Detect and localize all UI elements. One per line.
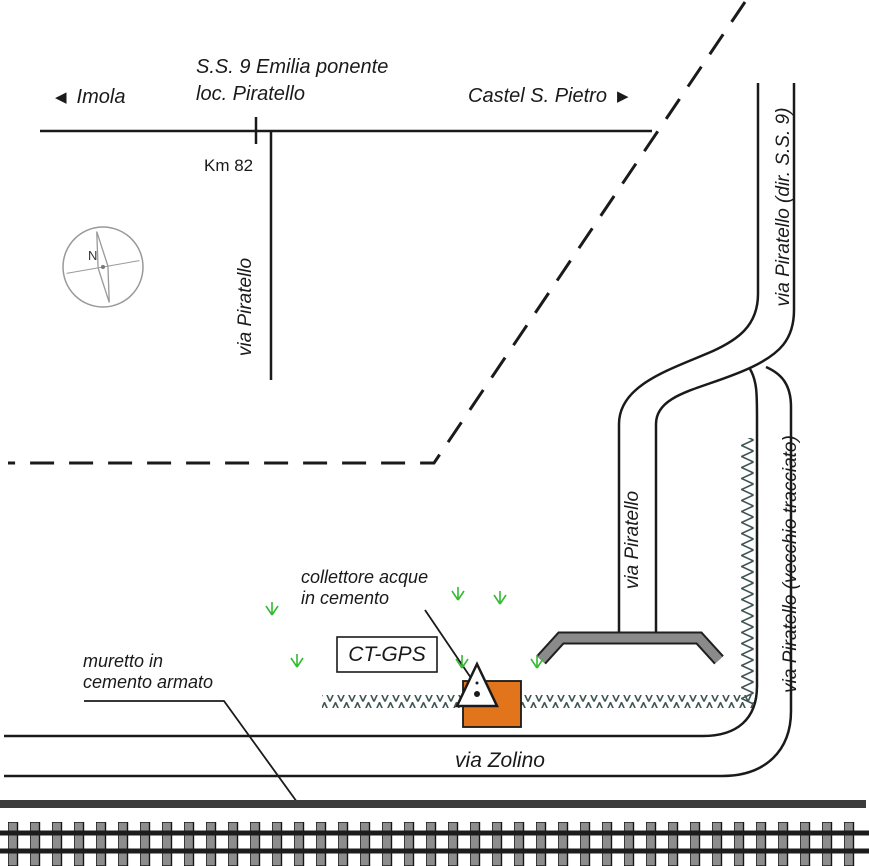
collettore-callout: collettore acque in cemento <box>301 567 428 608</box>
station-label: CT-GPS <box>348 643 426 666</box>
compass-north-label: N <box>88 248 98 263</box>
compass-icon <box>62 226 144 308</box>
grass-icon <box>493 590 507 605</box>
boundary-dashed-line <box>8 1 747 465</box>
collector-channel-vertical <box>741 438 754 704</box>
barrier-rail <box>537 633 723 664</box>
concrete-wall-bar <box>0 800 866 808</box>
road-label-piratello-dir-ss9: via Piratello (dir. S.S. 9) <box>773 107 794 307</box>
collector-channel-horizontal <box>322 695 754 708</box>
muretto-callout-line1: muretto in <box>83 651 164 671</box>
railway <box>0 822 869 866</box>
road-label-piratello-middle: via Piratello <box>622 490 643 590</box>
muretto-callout: muretto in cemento armato <box>83 651 213 692</box>
road-title-line2: loc. Piratello <box>196 83 305 105</box>
gps-station-marker-icon <box>455 661 499 708</box>
station-label-box <box>336 636 438 673</box>
direction-west-label: Imola <box>76 86 126 108</box>
road-edge-old-right-zolino-bottom <box>4 365 793 778</box>
east-arrow-icon: ▶ <box>616 88 629 105</box>
road-edge-inner-left <box>617 83 760 633</box>
road-label-zolino: via Zolino <box>455 749 545 772</box>
direction-east: Castel S. Pietro ▶ <box>468 85 629 108</box>
west-arrow-icon: ◀ <box>55 89 67 106</box>
road-edge-old-left-zolino-top <box>4 368 759 738</box>
road-label-piratello-old: via Piratello (vecchio tracciato) <box>780 435 801 693</box>
grass-icon <box>290 653 304 668</box>
railway-rail-bottom <box>0 848 869 854</box>
road-label-piratello-north: via Piratello <box>235 257 256 357</box>
road-edge-outer-right <box>654 83 796 633</box>
railway-ties <box>2 822 866 866</box>
km-marker-label: Km 82 <box>204 156 254 175</box>
gps-marker-dot <box>474 691 480 697</box>
muretto-pointer-line <box>84 700 298 803</box>
gps-marker-small-dot <box>475 681 479 685</box>
road-title-line1: S.S. 9 Emilia ponente <box>196 56 389 78</box>
collettore-callout-line1: collettore acque <box>301 567 429 587</box>
grass-icon <box>451 586 465 601</box>
collettore-callout-line2: in cemento <box>301 587 390 608</box>
muretto-callout-line2: cemento armato <box>83 671 214 692</box>
direction-west: ◀ Imola <box>55 86 125 109</box>
grass-icon <box>265 601 279 616</box>
direction-east-label: Castel S. Pietro <box>468 85 607 107</box>
railway-rail-top <box>0 830 869 836</box>
